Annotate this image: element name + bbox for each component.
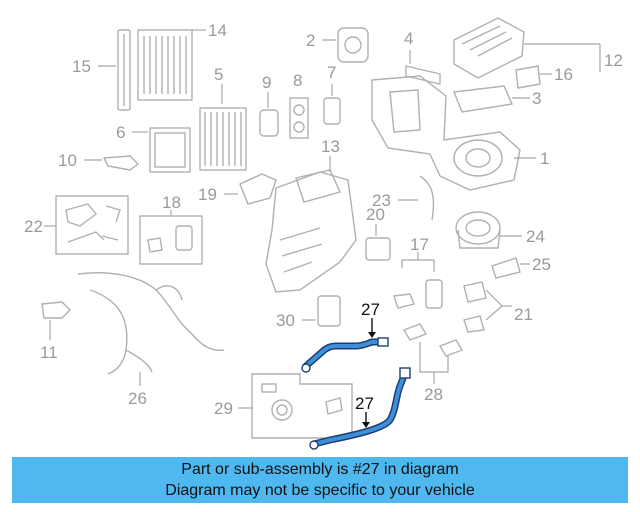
banner-line-1: Part or sub-assembly is #27 in diagram	[181, 461, 459, 478]
part-20-actuator	[365, 224, 391, 261]
part-27-hose-upper	[301, 318, 389, 373]
part-30-actuator	[302, 295, 341, 327]
part-7-valve	[323, 84, 341, 125]
callout-11: 11	[40, 343, 58, 362]
callout-15: 15	[72, 57, 91, 76]
callout-23: 23	[372, 191, 391, 210]
part-11-sensor	[41, 301, 71, 340]
callout-4: 4	[404, 29, 413, 48]
part-21-sensors	[463, 281, 512, 333]
part-10-sensor	[84, 155, 140, 171]
callout-22: 22	[24, 217, 43, 236]
callout-30: 30	[276, 311, 295, 330]
callout-21: 21	[514, 305, 533, 324]
part-16-bracket	[515, 65, 552, 89]
part-15-seal	[98, 29, 131, 111]
callout-27-lower: 27	[355, 394, 374, 413]
part-4-seal	[405, 50, 441, 85]
part-22-actuator-kit	[44, 195, 129, 255]
callout-10: 10	[58, 151, 77, 170]
callout-25: 25	[532, 255, 551, 274]
callout-1: 1	[540, 149, 549, 168]
banner-line-2: Diagram may not be specific to your vehi…	[165, 482, 475, 499]
callout-26: 26	[128, 389, 147, 408]
callout-16: 16	[554, 65, 573, 84]
part-8-seals	[289, 97, 309, 139]
part-25-resistor	[491, 257, 530, 279]
callout-29: 29	[214, 399, 233, 418]
callout-17: 17	[410, 235, 429, 254]
part-1-blower-case	[371, 75, 536, 191]
part-18-actuator-kit	[139, 210, 203, 265]
part-13-main-case	[265, 156, 357, 293]
part-12-upper-case	[453, 17, 601, 79]
part-27-hose-lower	[309, 367, 411, 450]
part-5-evaporator	[199, 84, 247, 171]
part-26-wiring-harness	[77, 272, 225, 386]
part-17-sensors	[393, 252, 443, 309]
callout-8: 8	[293, 71, 302, 90]
callout-14: 14	[208, 21, 227, 40]
part-28-connectors	[402, 323, 464, 384]
callout-20: 20	[366, 205, 385, 224]
part-2-actuator	[322, 27, 369, 63]
parts-diagram: 15 14 5 6 10 9 8 7	[24, 17, 623, 450]
part-19-actuator	[224, 173, 277, 205]
callout-2: 2	[306, 31, 315, 50]
callout-9: 9	[262, 73, 271, 92]
part-29-hardware-kit	[238, 373, 353, 439]
callout-12: 12	[604, 51, 623, 70]
callout-5: 5	[214, 65, 223, 84]
part-23-drain-hose	[398, 175, 435, 221]
part-24-blower-motor	[455, 211, 522, 249]
callout-27-upper: 27	[361, 300, 380, 319]
part-6-gasket	[132, 127, 191, 173]
callout-7: 7	[327, 63, 336, 82]
callout-28: 28	[424, 385, 443, 404]
part-3-filter	[453, 85, 530, 113]
part-9-clip	[259, 92, 279, 137]
callout-13: 13	[321, 137, 340, 156]
callout-19: 19	[198, 185, 217, 204]
info-banner: Part or sub-assembly is #27 in diagram D…	[12, 457, 628, 503]
part-14-heater-core	[137, 29, 206, 101]
callout-18: 18	[162, 193, 181, 212]
callout-6: 6	[116, 123, 125, 142]
callout-24: 24	[526, 227, 545, 246]
callout-3: 3	[532, 89, 541, 108]
